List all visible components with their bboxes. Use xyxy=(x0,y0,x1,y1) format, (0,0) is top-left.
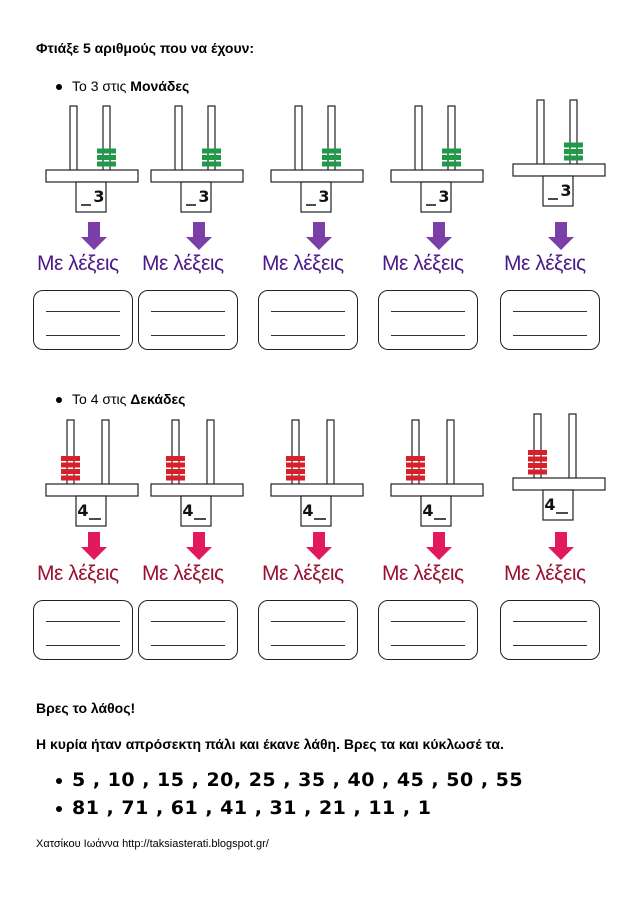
words-label: Με λέξεις xyxy=(142,562,224,585)
error-title: Βρες το λάθος! xyxy=(36,700,136,716)
down-arrow-icon xyxy=(81,222,107,255)
digit-label: 4 xyxy=(544,495,555,514)
words-label: Με λέξεις xyxy=(262,562,344,585)
writing-line xyxy=(513,335,587,336)
writing-line xyxy=(46,311,120,312)
words-label: Με λέξεις xyxy=(37,252,119,275)
writing-line xyxy=(271,621,345,622)
down-arrow-icon xyxy=(186,532,212,565)
words-label: Με λέξεις xyxy=(142,252,224,275)
writing-line xyxy=(391,621,465,622)
words-label: Με λέξεις xyxy=(504,252,586,275)
digit-label: 3 xyxy=(198,187,209,206)
writing-line xyxy=(46,621,120,622)
down-arrow-icon xyxy=(426,532,452,565)
instruction-units: Το 3 στις Μονάδες xyxy=(56,78,189,94)
words-label: Με λέξεις xyxy=(382,252,464,275)
writing-line xyxy=(151,335,225,336)
words-label: Με λέξεις xyxy=(382,562,464,585)
writing-line xyxy=(513,645,587,646)
footer-credit: Χατσίκου Ιωάννα http://taksiasterati.blo… xyxy=(36,838,269,850)
abacus: 4 xyxy=(150,418,260,528)
writing-line xyxy=(391,311,465,312)
digit-label: 3 xyxy=(318,187,329,206)
digit-label: 3 xyxy=(93,187,104,206)
answer-box[interactable] xyxy=(258,600,358,660)
answer-box[interactable] xyxy=(33,290,133,350)
bullet-icon xyxy=(56,777,62,784)
words-label: Με λέξεις xyxy=(262,252,344,275)
writing-line xyxy=(151,311,225,312)
writing-line xyxy=(513,311,587,312)
abacus: 4 xyxy=(270,418,380,528)
down-arrow-icon xyxy=(548,222,574,255)
bullet-icon xyxy=(56,84,62,91)
bullet-icon xyxy=(56,805,62,812)
page-title: Φτιάξε 5 αριθμούς που να έχουν: xyxy=(36,40,255,56)
sequence-1: 5 , 10 , 15 , 20, 25 , 35 , 40 , 45 , 50… xyxy=(56,769,523,791)
answer-box[interactable] xyxy=(378,290,478,350)
sequence-2: 81 , 71 , 61 , 41 , 31 , 21 , 11 , 1 xyxy=(56,797,431,819)
error-description: Η κυρία ήταν απρόσεκτη πάλι και έκανε λά… xyxy=(36,736,504,752)
writing-line xyxy=(46,645,120,646)
digit-label: 4 xyxy=(182,501,193,520)
answer-box[interactable] xyxy=(33,600,133,660)
answer-box[interactable] xyxy=(258,290,358,350)
writing-line xyxy=(271,311,345,312)
digit-label: 4 xyxy=(302,501,313,520)
digit-label: 4 xyxy=(77,501,88,520)
writing-line xyxy=(513,621,587,622)
abacus: 4 xyxy=(390,418,500,528)
instruction-tens: Το 4 στις Δεκάδες xyxy=(56,391,185,407)
writing-line xyxy=(151,621,225,622)
words-label: Με λέξεις xyxy=(504,562,586,585)
abacus: 3 xyxy=(270,104,380,214)
abacus: 4 xyxy=(45,418,155,528)
down-arrow-icon xyxy=(306,222,332,255)
writing-line xyxy=(391,335,465,336)
answer-box[interactable] xyxy=(138,290,238,350)
writing-line xyxy=(391,645,465,646)
answer-box[interactable] xyxy=(138,600,238,660)
bullet-icon xyxy=(56,397,62,404)
down-arrow-icon xyxy=(548,532,574,565)
words-label: Με λέξεις xyxy=(37,562,119,585)
abacus: 3 xyxy=(45,104,155,214)
abacus: 3 xyxy=(150,104,260,214)
down-arrow-icon xyxy=(426,222,452,255)
answer-box[interactable] xyxy=(500,290,600,350)
abacus: 3 xyxy=(390,104,500,214)
down-arrow-icon xyxy=(186,222,212,255)
digit-label: 3 xyxy=(438,187,449,206)
writing-line xyxy=(271,645,345,646)
answer-box[interactable] xyxy=(500,600,600,660)
abacus: 3 xyxy=(512,98,622,208)
digit-label: 4 xyxy=(422,501,433,520)
down-arrow-icon xyxy=(81,532,107,565)
answer-box[interactable] xyxy=(378,600,478,660)
writing-line xyxy=(271,335,345,336)
writing-line xyxy=(46,335,120,336)
writing-line xyxy=(151,645,225,646)
digit-label: 3 xyxy=(560,181,571,200)
down-arrow-icon xyxy=(306,532,332,565)
abacus: 4 xyxy=(512,412,622,522)
